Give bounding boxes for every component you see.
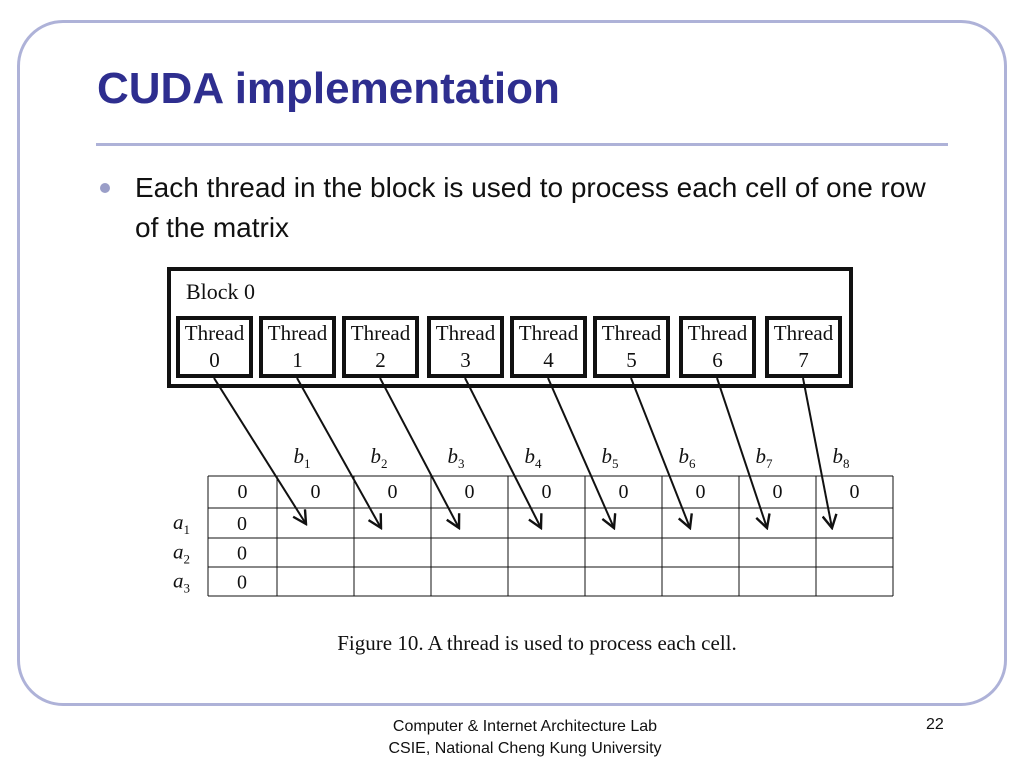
thread-label: Thread bbox=[688, 321, 748, 345]
thread-label: Thread bbox=[351, 321, 411, 345]
matrix-cell: 0 bbox=[850, 481, 860, 503]
matrix-cell: 0 bbox=[311, 481, 321, 503]
thread-box: Thread 4 bbox=[510, 316, 587, 378]
thread-arrow bbox=[379, 377, 459, 528]
thread-box: Thread 6 bbox=[679, 316, 756, 378]
matrix-cell: 0 bbox=[619, 481, 629, 503]
matrix-cell: 0 bbox=[388, 481, 398, 503]
row-header: a3 bbox=[173, 569, 190, 596]
matrix-cell: 0 bbox=[237, 543, 247, 565]
slide-title: CUDA implementation bbox=[97, 64, 560, 113]
column-header: b7 bbox=[756, 444, 774, 471]
column-header: b6 bbox=[679, 444, 697, 471]
thread-label: Thread bbox=[519, 321, 579, 345]
block-label: Block 0 bbox=[186, 279, 255, 304]
matrix-cell: 0 bbox=[237, 513, 247, 535]
thread-arrow bbox=[464, 377, 541, 528]
column-header: b1 bbox=[294, 444, 311, 471]
column-header: b4 bbox=[525, 444, 543, 471]
matrix-cell: 0 bbox=[773, 481, 783, 503]
matrix-grid bbox=[207, 475, 894, 597]
matrix-cell: 0 bbox=[542, 481, 552, 503]
thread-box: Thread 1 bbox=[259, 316, 336, 378]
matrix-cell: 0 bbox=[465, 481, 475, 503]
thread-index: 6 bbox=[712, 348, 723, 372]
thread-label: Thread bbox=[602, 321, 662, 345]
footer: Computer & Internet Architecture Lab CSI… bbox=[280, 716, 770, 760]
bullet-marker bbox=[100, 183, 110, 193]
thread-index: 1 bbox=[292, 348, 303, 372]
thread-index: 7 bbox=[798, 348, 809, 372]
thread-label: Thread bbox=[774, 321, 834, 345]
thread-index: 4 bbox=[543, 348, 554, 372]
footer-lab: Computer & Internet Architecture Lab bbox=[392, 718, 658, 735]
thread-arrow bbox=[630, 377, 690, 528]
thread-box: Thread 3 bbox=[427, 316, 504, 378]
row-header: a2 bbox=[173, 540, 190, 567]
thread-arrow bbox=[802, 377, 832, 528]
thread-box: Thread 2 bbox=[342, 316, 419, 378]
thread-label: Thread bbox=[436, 321, 496, 345]
column-header: b5 bbox=[602, 444, 619, 471]
bullet-text: Each thread in the block is used to proc… bbox=[135, 172, 926, 243]
thread-box: Thread 0 bbox=[176, 316, 253, 378]
thread-arrow bbox=[547, 377, 614, 528]
thread-arrow bbox=[296, 377, 381, 528]
title-divider bbox=[96, 143, 948, 146]
column-header: b2 bbox=[371, 444, 388, 471]
thread-index: 0 bbox=[209, 348, 220, 372]
thread-label: Thread bbox=[185, 321, 245, 345]
row-header: a1 bbox=[173, 510, 190, 537]
matrix-cell: 0 bbox=[238, 481, 248, 503]
thread-arrow bbox=[716, 377, 767, 528]
thread-index: 5 bbox=[626, 348, 637, 372]
thread-index: 2 bbox=[375, 348, 386, 372]
column-header: b3 bbox=[448, 444, 465, 471]
thread-label: Thread bbox=[268, 321, 328, 345]
footer-university: CSIE, National Cheng Kung University bbox=[388, 740, 662, 757]
thread-index: 3 bbox=[460, 348, 471, 372]
matrix-cell: 0 bbox=[696, 481, 706, 503]
thread-box: Thread 7 bbox=[765, 316, 842, 378]
thread-arrow bbox=[213, 377, 306, 524]
thread-box: Thread 5 bbox=[593, 316, 670, 378]
column-header: b8 bbox=[833, 444, 850, 471]
figure-caption: Figure 10. A thread is used to process e… bbox=[337, 631, 736, 655]
matrix-cell: 0 bbox=[237, 572, 247, 594]
page-number: 22 bbox=[926, 716, 944, 733]
